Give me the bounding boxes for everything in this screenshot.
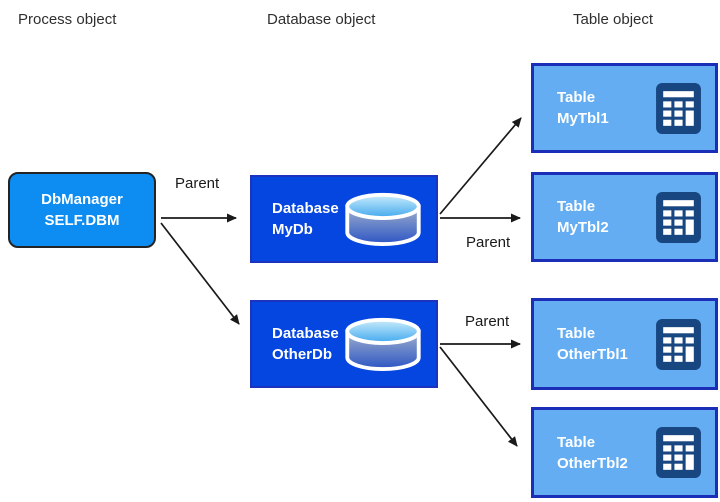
node-dbmanager-line1: DbManager — [41, 191, 123, 208]
table-grid-icon — [656, 318, 701, 370]
arrow-otherdb-to-othertbl2 — [439, 346, 518, 447]
node-table-othertbl1-line2: OtherTbl1 — [557, 346, 628, 363]
node-database-mydb-label: Database MyDb — [272, 198, 339, 240]
database-cylinder-icon — [345, 317, 421, 372]
node-table-othertbl1: Table OtherTbl1 — [531, 298, 718, 390]
node-database-otherdb-label: Database OtherDb — [272, 323, 339, 365]
node-database-mydb: Database MyDb — [250, 175, 438, 263]
node-table-mytbl2-line1: Table — [557, 198, 596, 215]
table-grid-icon — [656, 191, 701, 243]
node-database-mydb-line2: MyDb — [272, 221, 313, 238]
node-dbmanager: DbManager SELF.DBM — [8, 172, 156, 248]
edge-label-parent-otherdb: Parent — [463, 313, 512, 330]
node-table-mytbl1: Table MyTbl1 — [531, 63, 718, 153]
node-database-mydb-line1: Database — [272, 200, 339, 217]
node-table-mytbl1-label: Table MyTbl1 — [557, 87, 609, 129]
node-database-otherdb: Database OtherDb — [250, 300, 438, 388]
node-table-othertbl2-line2: OtherTbl2 — [557, 454, 628, 472]
table-grid-icon — [656, 427, 701, 478]
node-table-mytbl2-label: Table MyTbl2 — [557, 196, 609, 238]
node-database-otherdb-line1: Database — [272, 325, 339, 342]
node-table-othertbl2: Table OtherTbl2 — [531, 407, 718, 498]
arrow-mydb-to-mytbl1 — [439, 117, 522, 215]
node-table-mytbl2: Table MyTbl2 — [531, 172, 718, 262]
column-header-database-object: Database object — [267, 11, 376, 28]
node-table-othertbl1-line1: Table — [557, 325, 596, 342]
node-database-otherdb-line2: OtherDb — [272, 346, 332, 363]
node-table-mytbl1-line2: MyTbl1 — [557, 110, 609, 127]
node-table-othertbl1-label: Table OtherTbl1 — [557, 323, 628, 365]
edge-label-parent-mydb: Parent — [464, 234, 513, 251]
node-table-mytbl2-line2: MyTbl2 — [557, 219, 609, 236]
edge-label-parent-dbmanager: Parent — [173, 175, 222, 192]
node-dbmanager-line2: SELF.DBM — [44, 212, 120, 229]
arrow-dbmanager-to-otherdb — [160, 222, 240, 325]
database-cylinder-icon — [345, 192, 421, 247]
node-table-othertbl2-line1: Table — [557, 433, 596, 451]
column-header-table-object: Table object — [573, 11, 654, 28]
node-table-othertbl2-label: Table OtherTbl2 — [557, 432, 628, 474]
node-dbmanager-label: DbManager SELF.DBM — [41, 189, 123, 231]
table-grid-icon — [656, 82, 701, 134]
column-header-process-object: Process object — [18, 11, 117, 28]
node-table-mytbl1-line1: Table — [557, 89, 596, 106]
